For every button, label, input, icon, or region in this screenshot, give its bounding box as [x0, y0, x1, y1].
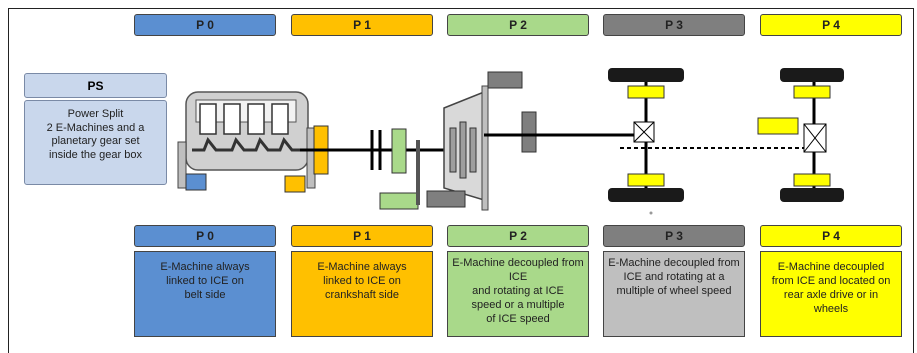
top-label-p1: P 1 [291, 14, 433, 36]
top-label-p0: P 0 [134, 14, 276, 36]
p3-machine-icon [521, 111, 537, 153]
bottom-label-p0: P 0 [134, 225, 276, 247]
ps-description: Power Split 2 E-Machines and a planetary… [24, 100, 167, 185]
bottom-label-p4: P 4 [760, 225, 902, 247]
diagram-frame [8, 8, 914, 353]
description-p3: E-Machine decoupled from ICE and rotatin… [603, 251, 745, 337]
top-label-p3: P 3 [603, 14, 745, 36]
top-label-p2: P 2 [447, 14, 589, 36]
description-p2: E-Machine decoupled from ICE and rotatin… [447, 251, 589, 337]
p2-aux-icon [379, 192, 419, 210]
engine-icon [177, 91, 316, 189]
bottom-label-p3: P 3 [603, 225, 745, 247]
p2-machine-icon [391, 128, 407, 174]
description-p1: E-Machine always linked to ICE on cranks… [291, 251, 433, 337]
bottom-label-p1: P 1 [291, 225, 433, 247]
description-p0: E-Machine always linked to ICE on belt s… [134, 251, 276, 337]
description-p4: E-Machine decoupled from ICE and located… [760, 251, 902, 337]
gearbox-bottom-machine-icon [426, 190, 466, 208]
rear-axle-icon [757, 68, 844, 202]
gearbox-top-machine-icon [487, 71, 523, 89]
top-label-p4: P 4 [760, 14, 902, 36]
bottom-label-p2: P 2 [447, 225, 589, 247]
p1-aux-icon [284, 175, 306, 193]
p0-machine-icon [185, 173, 207, 191]
ps-title: PS [24, 73, 167, 98]
front-axle-icon [608, 68, 684, 202]
gearbox-icon [443, 85, 489, 211]
clutch-icon [370, 130, 382, 170]
